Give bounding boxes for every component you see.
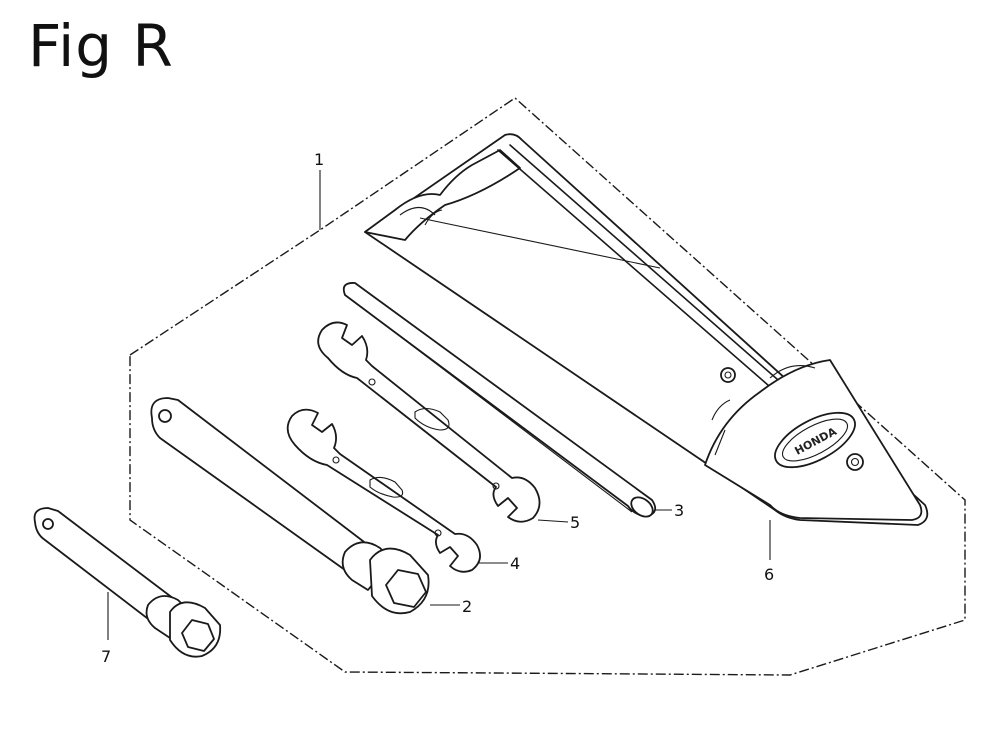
callout-7: 7 <box>101 647 111 666</box>
callout-2: 2 <box>462 597 472 616</box>
leader-5 <box>537 519 569 523</box>
callout-6: 6 <box>764 565 774 584</box>
plug-wrench-7 <box>33 507 222 658</box>
box-wrench-2 <box>150 397 430 615</box>
figure-title: Fig R <box>28 12 174 80</box>
callout-5: 5 <box>570 513 580 532</box>
handle-bar <box>342 282 657 518</box>
callout-3: 3 <box>674 501 684 520</box>
wrench-5 <box>317 321 541 523</box>
callout-1: 1 <box>314 150 324 169</box>
callout-4: 4 <box>510 554 520 573</box>
tool-pouch: HONDA <box>364 133 929 526</box>
wrench-4 <box>286 408 481 573</box>
